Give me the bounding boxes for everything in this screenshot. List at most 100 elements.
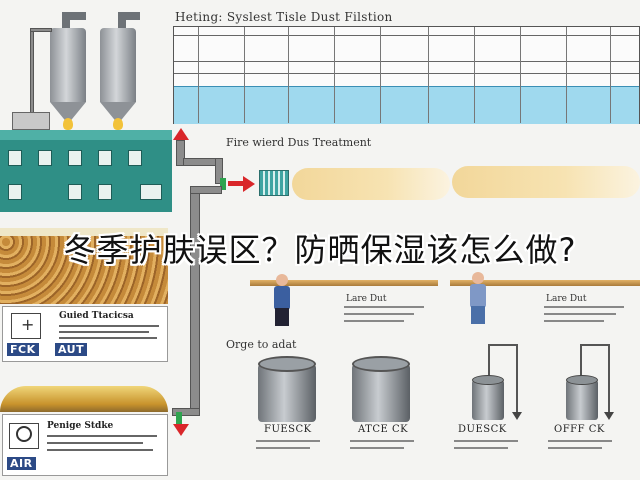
legend-panel-top: + FCK AUT Guied Ttacicsa [2, 306, 168, 362]
silo-pipe [118, 12, 126, 32]
text-line [454, 440, 518, 442]
grid-line [174, 61, 639, 62]
legend-title: Penige Stdke [47, 421, 114, 431]
legend-tag-air: AIR [7, 457, 36, 470]
text-line [350, 440, 414, 442]
arrow-down-icon [173, 424, 189, 436]
text-line [47, 435, 157, 437]
window [98, 150, 112, 166]
tank-body [352, 364, 410, 422]
pipe-main-vertical [190, 186, 200, 416]
silo-cone [50, 102, 86, 124]
tanks-title: Orge to adat [226, 338, 297, 351]
tank-top [258, 356, 316, 372]
text-line [256, 440, 320, 442]
valve-icon [176, 412, 182, 424]
machine-unit [12, 112, 50, 130]
text-line [344, 313, 414, 315]
person-legs [471, 306, 485, 324]
person-body [274, 286, 290, 310]
window [8, 150, 22, 166]
grid-line [174, 73, 639, 74]
caption-right: Lare Dut [546, 294, 587, 304]
person-legs [275, 308, 289, 326]
tank-label: ATCE CK [358, 424, 409, 435]
grid-line [474, 27, 475, 123]
text-line [454, 447, 508, 449]
text-line [544, 320, 604, 322]
tank-body [258, 364, 316, 422]
section-title: Fire wierd Dus Treatment [226, 136, 372, 149]
pipe-segment [516, 344, 518, 414]
arrow-up-icon [173, 128, 189, 140]
arrow-right-icon [243, 176, 255, 192]
ground-strip [450, 280, 640, 286]
grid-line [198, 27, 199, 123]
tank-label: DUESCK [458, 424, 507, 435]
building-roof [0, 130, 172, 142]
person-body [470, 284, 486, 308]
ground-strip [250, 280, 438, 286]
person-head [472, 272, 484, 284]
text-line [544, 313, 616, 315]
gravel-pile [0, 236, 168, 304]
text-line [256, 447, 310, 449]
window [38, 150, 52, 166]
legend-panel-bottom: AIR Penige Stdke [2, 414, 168, 476]
silo-body [100, 28, 136, 102]
arrow-down-icon [604, 412, 614, 420]
text-line [59, 331, 149, 333]
window [98, 184, 112, 200]
pipe-segment [488, 344, 518, 346]
caption-left: Lare Dut [346, 294, 387, 304]
text-line [548, 440, 612, 442]
grid-line [610, 27, 611, 123]
chart-title: Heting: Syslest Tisle Dust Filstion [175, 10, 393, 24]
tank-top [566, 375, 598, 385]
grid-line [428, 27, 429, 123]
tank-top [472, 375, 504, 385]
horizontal-duct [30, 28, 52, 32]
tank-body [472, 380, 504, 420]
headline-overlay: 冬季护肤误区？防晒保湿该怎么做? [63, 231, 577, 269]
text-line [548, 447, 602, 449]
window [128, 150, 142, 166]
silo-pipe [62, 12, 70, 32]
window [68, 150, 82, 166]
tank-label: OFFF CK [554, 424, 605, 435]
gauge-icon [9, 423, 39, 449]
grid-line [244, 27, 245, 123]
window [68, 184, 82, 200]
person-head [276, 274, 288, 286]
dust-plume [292, 168, 450, 200]
text-line [350, 447, 404, 449]
tank-label: FUESCK [264, 424, 312, 435]
grid-line [380, 27, 381, 123]
grid-line [520, 27, 521, 123]
pipe-segment [488, 344, 490, 378]
pipe-segment [608, 344, 610, 414]
data-grid [173, 26, 640, 124]
door [140, 184, 162, 200]
arrow-shaft [228, 181, 244, 186]
valve-icon [220, 178, 226, 190]
dust-plume [452, 166, 640, 198]
flame-icon [113, 118, 123, 130]
factory-building [0, 140, 172, 212]
legend-title: Guied Ttacicsa [59, 311, 134, 321]
pipe-segment [190, 186, 222, 194]
tank-top [352, 356, 410, 372]
text-line [59, 337, 157, 339]
silo-cone [100, 102, 136, 124]
flame-icon [63, 118, 73, 130]
filter-unit [259, 170, 289, 196]
silo-body [50, 28, 86, 102]
legend-tag-fck: FCK [7, 343, 39, 356]
pipe-segment [215, 158, 223, 184]
text-line [544, 306, 624, 308]
plus-icon: + [11, 313, 41, 339]
grid-line [566, 27, 567, 123]
text-line [47, 449, 153, 451]
text-line [344, 306, 424, 308]
text-line [59, 325, 159, 327]
